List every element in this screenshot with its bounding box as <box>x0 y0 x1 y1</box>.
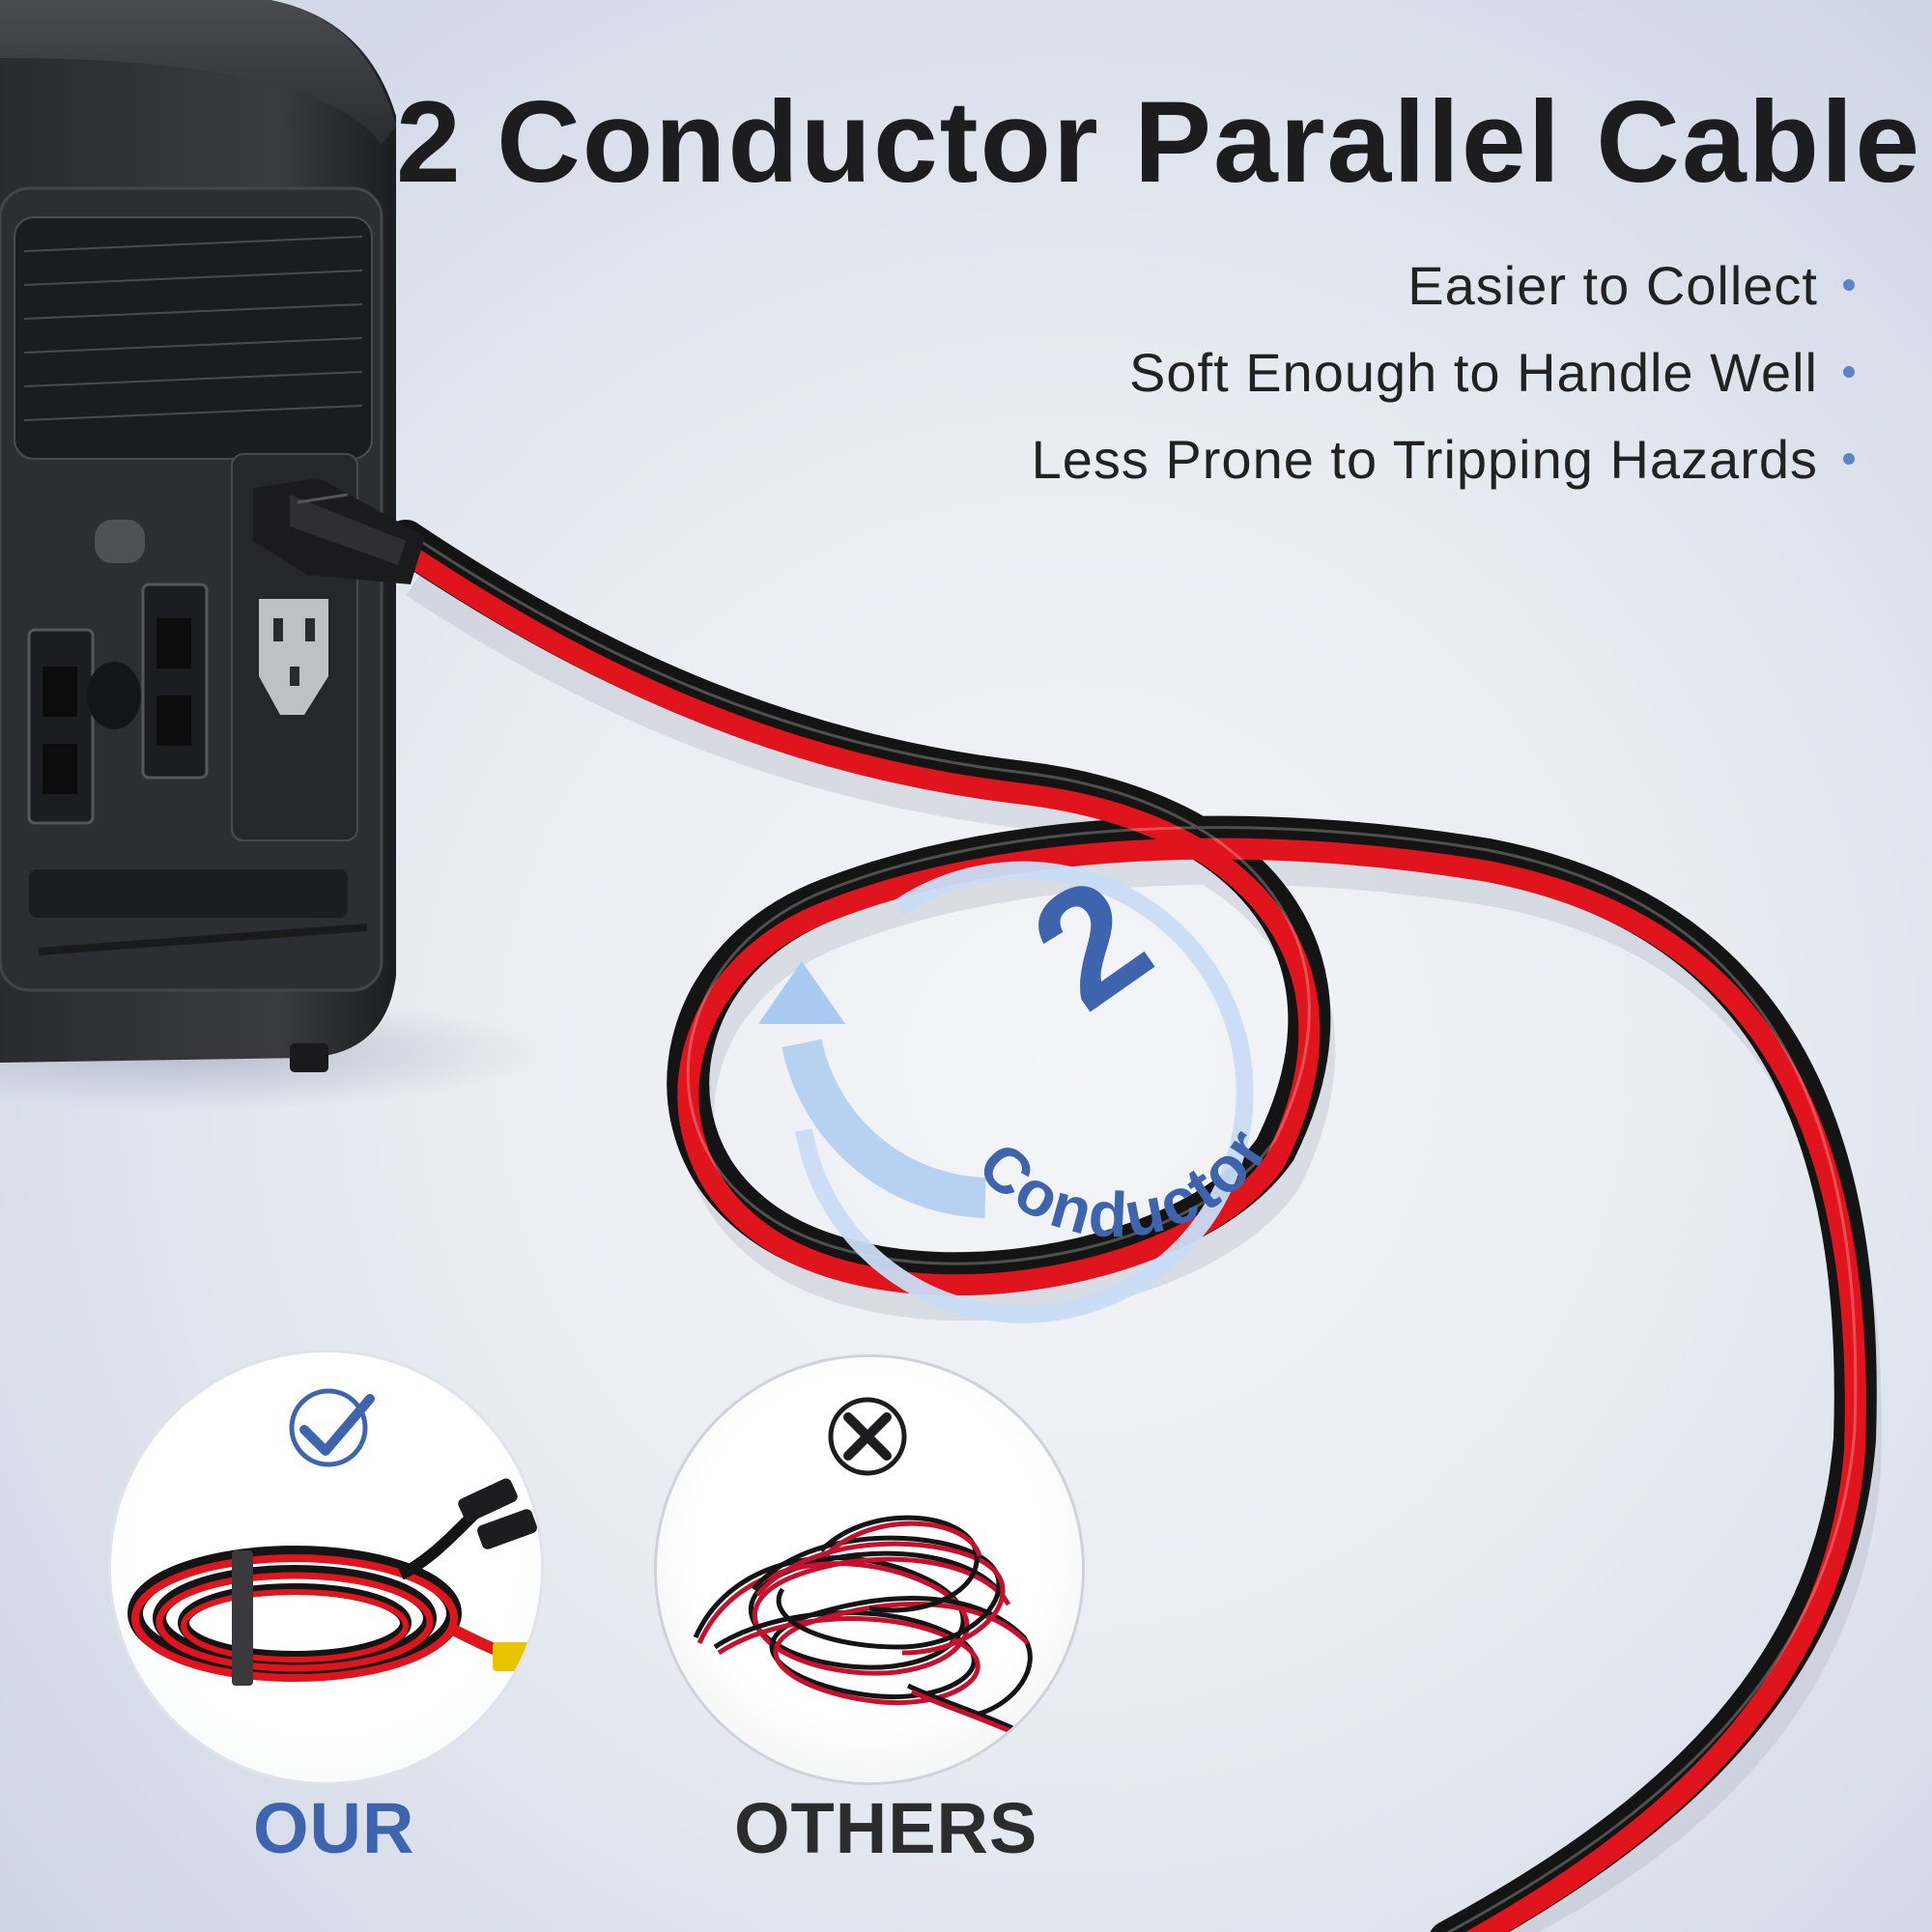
comparison-others <box>657 1357 1082 1782</box>
parallel-cable <box>384 520 1877 1932</box>
feature-text: Less Prone to Tripping Hazards <box>1031 428 1818 490</box>
feature-item: Easier to Collect <box>1032 242 1855 328</box>
feature-item: Soft Enough to Handle Well <box>1032 328 1855 415</box>
comparison-label-ours: OUR <box>253 1788 415 1868</box>
cross-icon <box>828 1397 907 1476</box>
vent-grille <box>14 216 373 460</box>
arrow-up-icon <box>758 961 845 1024</box>
check-icon <box>289 1388 375 1467</box>
page-title: 2 Conductor Parallel Cable <box>396 77 1922 207</box>
ac-switch <box>95 520 145 563</box>
coiled-cable-ours <box>128 1478 537 1686</box>
ac-outlet <box>141 582 209 780</box>
bullet-dot-icon <box>1843 453 1855 465</box>
bullet-dot-icon <box>1843 366 1855 378</box>
comparison-label-others: OTHERS <box>734 1788 1038 1868</box>
ac-outlet <box>27 628 95 825</box>
feature-text: Soft Enough to Handle Well <box>1129 341 1818 403</box>
feature-text: Easier to Collect <box>1407 254 1818 316</box>
comparison-ours <box>111 1352 541 1782</box>
conductor-badge-ring <box>758 861 1254 1323</box>
cable-plug <box>253 478 425 584</box>
feature-list: Easier to Collect Soft Enough to Handle … <box>1032 242 1855 502</box>
feature-item: Less Prone to Tripping Hazards <box>1032 415 1855 502</box>
tangled-cable-others <box>693 1515 1078 1771</box>
bullet-dot-icon <box>1843 279 1855 291</box>
